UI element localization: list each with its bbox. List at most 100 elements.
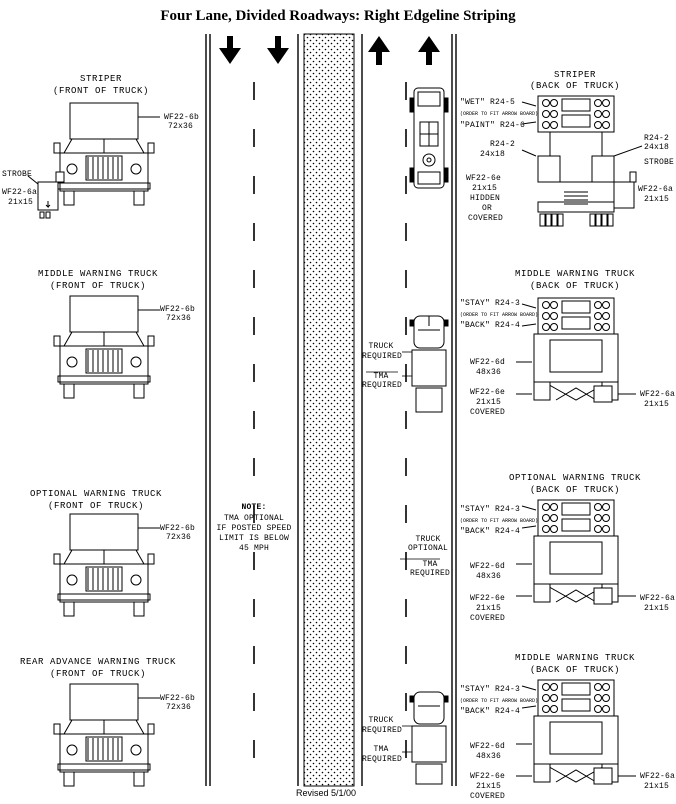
lane-dashes (253, 82, 407, 758)
tire (133, 190, 145, 206)
label: WF22-6e (470, 594, 506, 603)
road-label: REQUIRED (410, 569, 451, 578)
label: WF22-6d (470, 358, 506, 367)
arrow-icon (45, 201, 51, 209)
note-heading: NOTE: (241, 503, 267, 512)
label: OR (482, 204, 493, 213)
label: WF22-6d (470, 742, 506, 751)
grille (87, 350, 119, 372)
grille (87, 568, 119, 590)
arrow-board-lamp (542, 683, 550, 691)
tire (533, 763, 551, 783)
rear-front-title-1: REAR ADVANCE WARNING TRUCK (19, 657, 177, 667)
label: WF22-6a (640, 594, 676, 603)
arrow-board-lamp (594, 503, 602, 511)
road-label: REQUIRED (362, 726, 403, 735)
corner-sign (593, 385, 613, 403)
arrow-board-lamp (602, 683, 610, 691)
tire (63, 383, 75, 399)
cab-body (59, 563, 149, 603)
board-sign (561, 316, 591, 330)
striper-top-view (409, 87, 449, 189)
road-label: TMA (373, 372, 389, 381)
headlight-icon (130, 163, 142, 175)
arrow-board-lamp (550, 525, 558, 533)
road-label: TMA (422, 560, 438, 569)
sign-size: 72x36 (166, 533, 192, 542)
label: R24-2 (644, 134, 670, 143)
road-label: OPTIONAL (407, 544, 448, 553)
label: WF22-6d (470, 562, 506, 571)
label: 48x36 (476, 368, 502, 377)
page-title: Four Lane, Divided Roadways: Right Edgel… (160, 8, 516, 24)
front-trucks: WET PAINTKEEP RIGHTWETPAINT WET PAINTKEEP… (27, 102, 160, 787)
arrow-board-lamp (602, 525, 610, 533)
title: MIDDLE WARNING TRUCK (514, 653, 636, 663)
direction-arrows (219, 36, 440, 65)
title: MIDDLE WARNING TRUCK (514, 269, 636, 279)
front-sign-board (69, 683, 139, 721)
label: 48x36 (476, 752, 502, 761)
tire (607, 213, 614, 227)
label: WF22-6e (470, 388, 506, 397)
arrow-board-lamp (542, 99, 550, 107)
note-line: LIMIT IS BELOW (218, 534, 289, 543)
bumper (57, 593, 151, 601)
arrow-board-lamp (542, 514, 550, 522)
board-sign (561, 502, 591, 516)
tire (533, 381, 551, 401)
label: 21x15 (644, 195, 670, 204)
strobe-label: STROBE (644, 158, 675, 167)
road-label: TRUCK (368, 716, 394, 725)
front-truck: WET PAINTKEEP RIGHTWETPAINT (27, 102, 160, 219)
rear-truck-top-view (409, 691, 449, 785)
arrow-board-lamp (602, 514, 610, 522)
arrow-board-lamp (594, 110, 602, 118)
front-truck: WET PAINTKEEP RIGHT (53, 513, 160, 617)
label: 48x36 (476, 572, 502, 581)
rear-front-title-2: (FRONT OF TRUCK) (49, 669, 146, 679)
label: "BACK" R24-4 (460, 707, 521, 716)
front-truck: WET PAINTKEEP RIGHT (53, 295, 160, 399)
cab-body (59, 733, 149, 773)
strobe-label: STROBE (2, 170, 33, 179)
arrow-board-lamp (602, 110, 610, 118)
tire (601, 213, 608, 227)
arrow-board-lamp (594, 514, 602, 522)
note-line: TMA OPTIONAL (223, 514, 284, 523)
title: (BACK OF TRUCK) (529, 665, 620, 675)
edge-lines (205, 34, 457, 786)
arrow-board-lamp (594, 525, 602, 533)
road-label: TRUCK (368, 342, 394, 351)
board-sign (561, 518, 591, 532)
label: 21x15 (644, 400, 670, 409)
label: "STAY" R24-3 (460, 685, 521, 694)
label: 21x15 (476, 782, 502, 791)
tire (557, 213, 564, 227)
tire (63, 771, 75, 787)
bumper (57, 375, 151, 383)
front-sign-board (69, 102, 139, 140)
arrow-board-lamp (550, 323, 558, 331)
headlight-icon (66, 574, 78, 586)
label: R24-2 (490, 140, 516, 149)
mirror-icon (53, 723, 61, 735)
label: (ORDER TO FIT ARROW BOARD) (460, 518, 539, 524)
sign-size: 72x36 (166, 703, 192, 712)
arrow-board-lamp (550, 301, 558, 309)
arrow-board-lamp (550, 110, 558, 118)
front-truck: END WET PAINTTHANK YOU (53, 683, 160, 787)
cab-body (59, 152, 149, 192)
label: WF22-6a (640, 390, 676, 399)
tire (63, 601, 75, 617)
arrow-board-lamp (550, 683, 558, 691)
wet-paint-panel (549, 339, 603, 373)
post (45, 211, 51, 219)
striper-back-title-1: STRIPER (553, 70, 596, 80)
label: 24x18 (480, 150, 506, 159)
wet-paint-panel (549, 541, 603, 575)
sign-code: WF22-6b (160, 524, 196, 533)
cab-body (59, 345, 149, 385)
front-sign-board (69, 513, 139, 551)
arrow-board-lamp (542, 312, 550, 320)
